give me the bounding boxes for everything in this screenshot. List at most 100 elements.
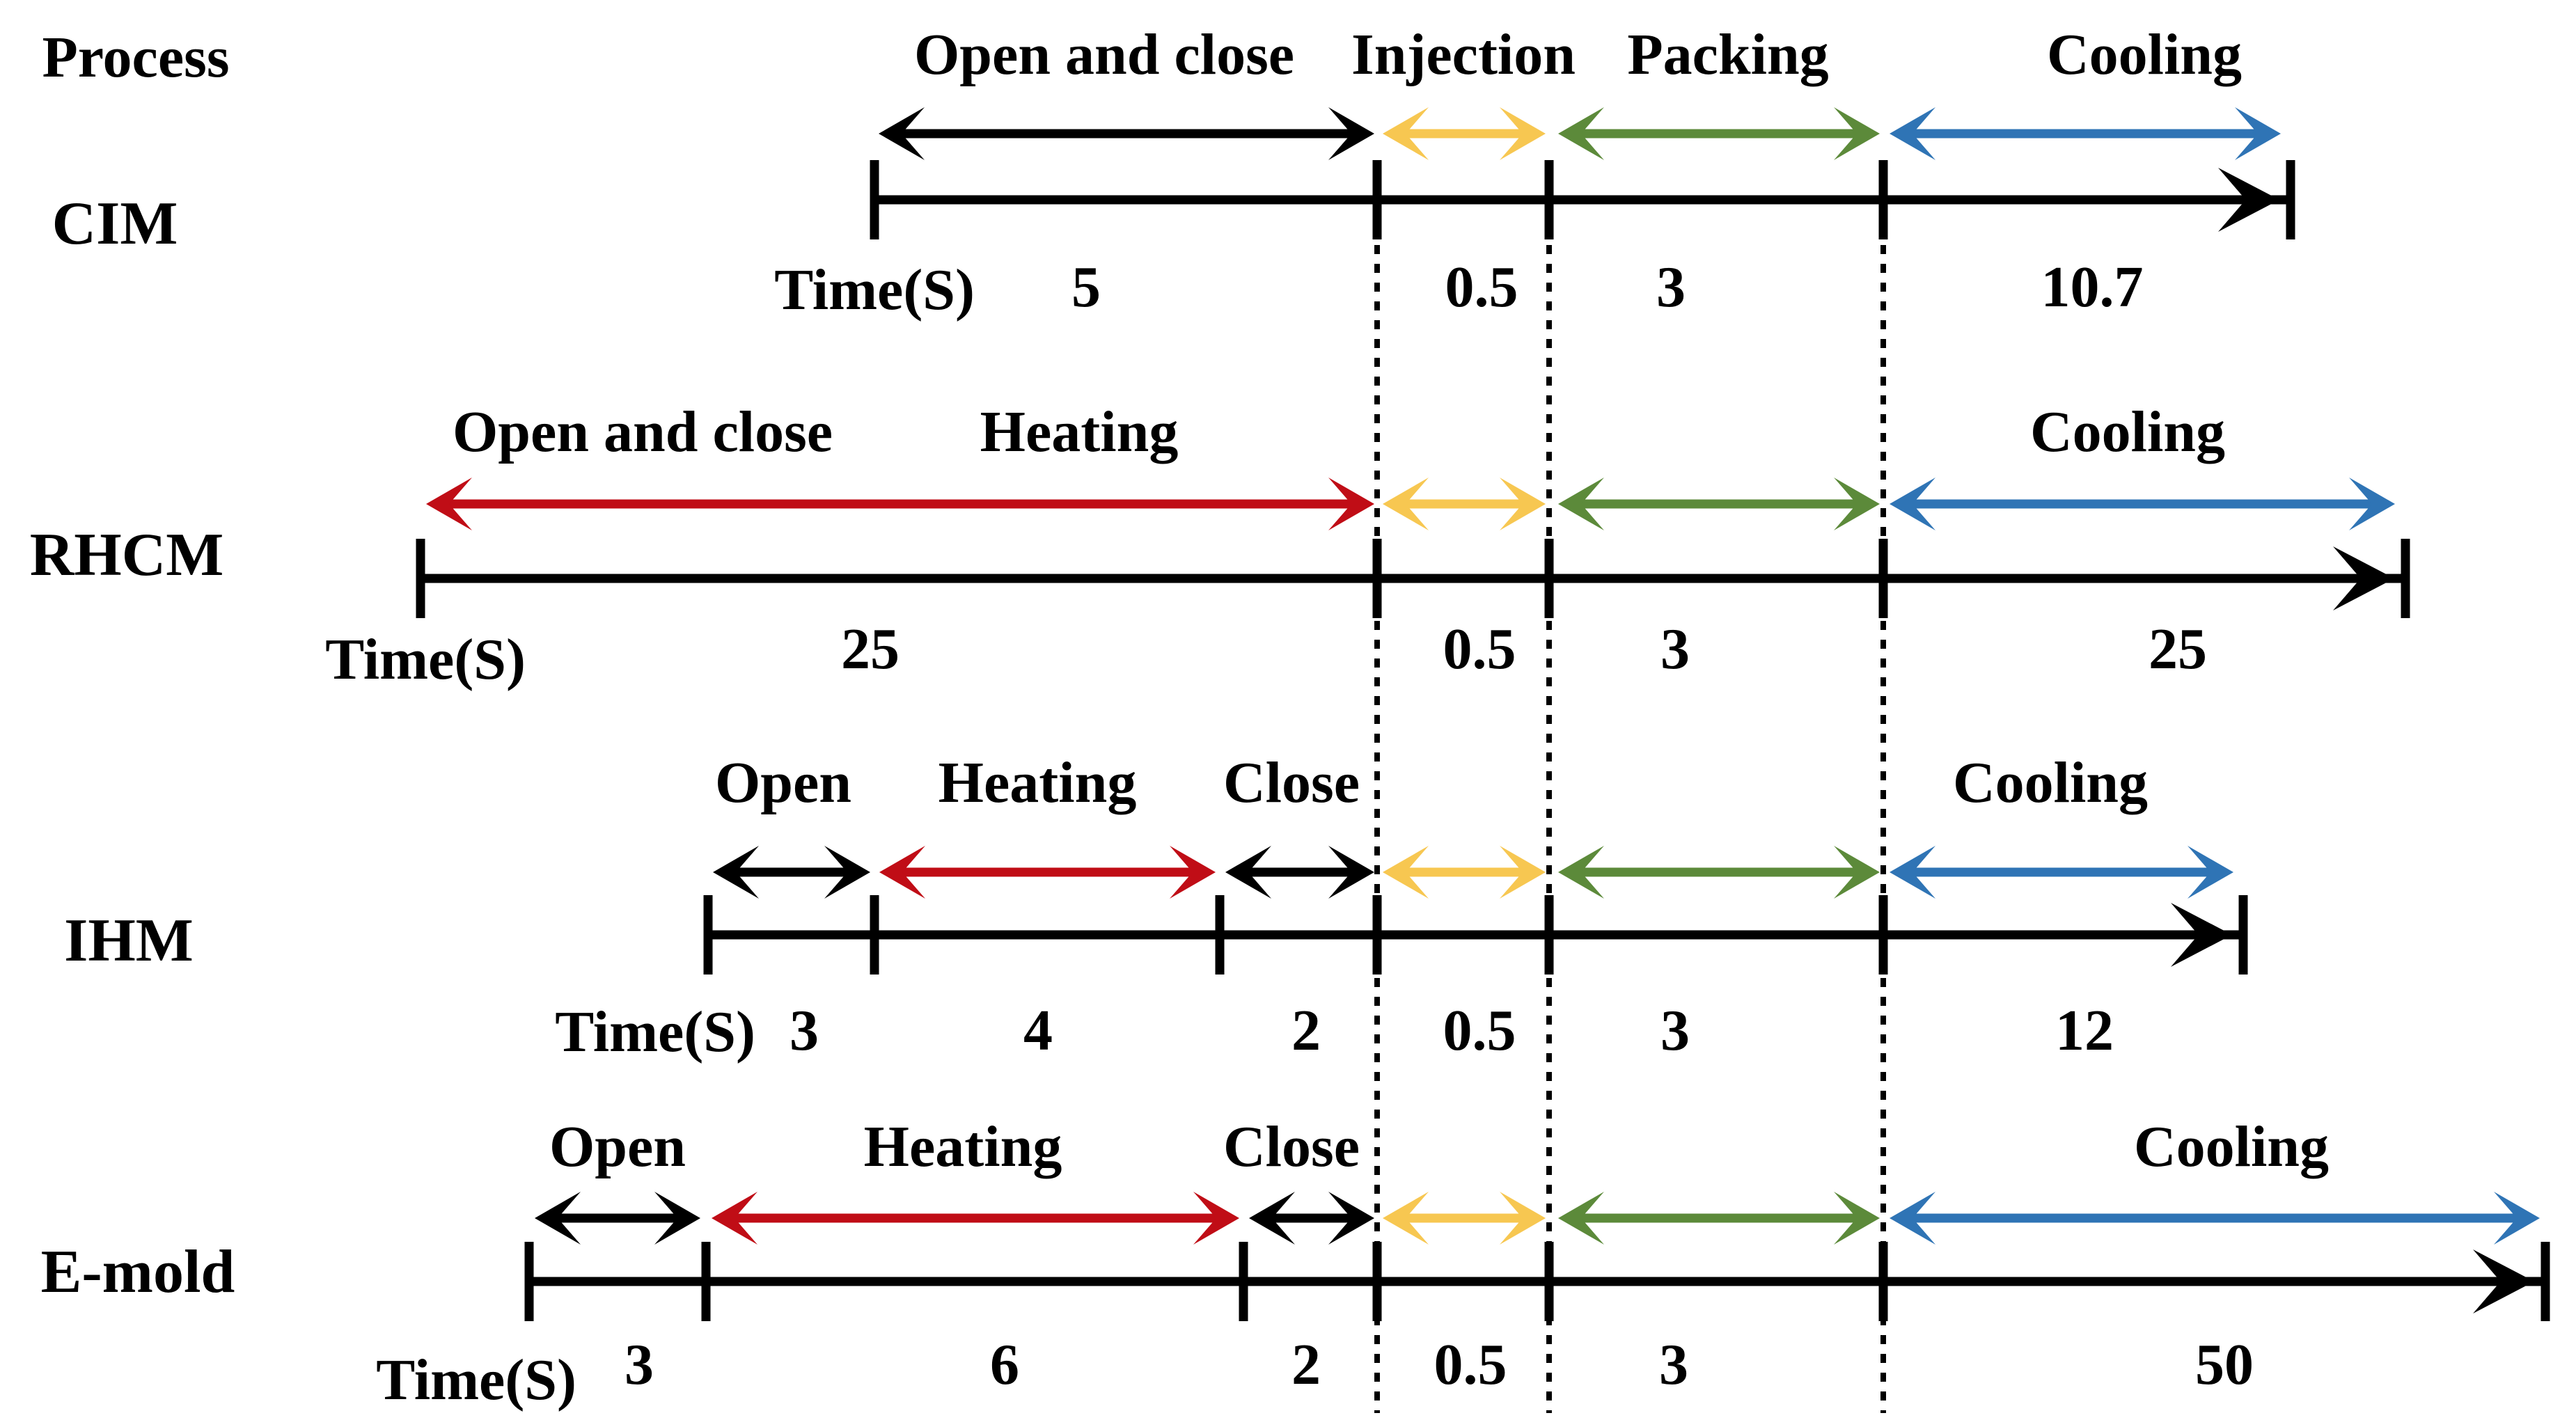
timeline-arrowhead-icon (2473, 1249, 2534, 1314)
phase-arrow-open-and-close (1249, 1192, 1374, 1245)
timeline (870, 160, 2295, 239)
arrowhead-left-icon (879, 846, 925, 899)
duration-value: 5 (1071, 255, 1101, 320)
time-axis-label: Time(S) (555, 1000, 755, 1064)
arrowhead-right-icon (2188, 846, 2233, 899)
duration-value: 4 (1023, 998, 1053, 1063)
duration-value: 6 (990, 1332, 1019, 1397)
row-label: RHCM (30, 521, 224, 589)
duration-value: 25 (2149, 617, 2207, 681)
arrowhead-right-icon (1834, 107, 1880, 160)
phase-arrow-heating (712, 1192, 1239, 1245)
arrowhead-right-icon (824, 846, 870, 899)
arrowhead-left-icon (426, 478, 472, 530)
arrowhead-right-icon (1500, 1192, 1546, 1245)
timeline-arrowhead-icon (2333, 546, 2394, 610)
duration-value: 12 (2055, 998, 2114, 1063)
phase-arrow-cooling (1890, 1192, 2540, 1245)
phase-arrow-open-and-close (713, 846, 870, 899)
phase-arrow-cooling (1890, 107, 2281, 160)
row-label: E-mold (41, 1238, 235, 1306)
arrowhead-left-icon (1558, 107, 1604, 160)
duration-value: 25 (841, 617, 900, 681)
phase-arrow-packing (1558, 846, 1880, 899)
arrowhead-right-icon (2494, 1192, 2540, 1245)
duration-value: 50 (2195, 1332, 2254, 1397)
arrowhead-left-icon (1249, 1192, 1295, 1245)
arrowhead-left-icon (1890, 1192, 1935, 1245)
duration-value: 10.7 (2041, 255, 2144, 320)
arrowhead-right-icon (1328, 846, 1374, 899)
phase-label: Cooling (2030, 400, 2225, 464)
phase-label: Injection (1351, 22, 1576, 87)
arrowhead-right-icon (1834, 478, 1880, 530)
phase-arrow-packing (1558, 1192, 1880, 1245)
phase-label: Heating (980, 400, 1179, 464)
phase-label: Cooling (1953, 750, 2148, 815)
timeline (524, 1242, 2550, 1321)
arrowhead-left-icon (1383, 107, 1429, 160)
duration-value: 0.5 (1443, 617, 1516, 681)
phase-label: Heating (864, 1114, 1062, 1179)
arrowhead-left-icon (1558, 846, 1604, 899)
duration-value: 3 (790, 998, 819, 1063)
duration-value: 3 (625, 1332, 654, 1397)
timeline (416, 539, 2410, 618)
arrowhead-left-icon (1383, 846, 1429, 899)
phase-arrow-packing (1558, 107, 1880, 160)
timeline-arrowhead-icon (2218, 168, 2279, 232)
arrowhead-right-icon (1834, 846, 1880, 899)
phase-arrow-open-and-close (879, 107, 1374, 160)
duration-value: 3 (1659, 1332, 1688, 1397)
phase-arrow-open-and-close (1225, 846, 1374, 899)
phase-label: Open and close (914, 22, 1294, 87)
timeline (703, 895, 2248, 975)
phase-arrow-injection (1383, 1192, 1546, 1245)
duration-value: 3 (1660, 617, 1690, 681)
phase-label: Cooling (2047, 22, 2242, 87)
figure-title: Process (42, 25, 229, 90)
phase-arrow-heating (426, 478, 1374, 530)
time-axis-label: Time(S) (376, 1348, 576, 1412)
arrowhead-left-icon (1225, 846, 1271, 899)
arrowhead-right-icon (1328, 478, 1374, 530)
phase-label: Open and close (453, 400, 833, 464)
phase-arrow-packing (1558, 478, 1880, 530)
arrowhead-left-icon (879, 107, 925, 160)
arrowhead-right-icon (2349, 478, 2395, 530)
phase-label: Cooling (2134, 1114, 2329, 1179)
arrowhead-left-icon (712, 1192, 757, 1245)
phase-label: Close (1223, 750, 1360, 815)
phase-label: Close (1223, 1114, 1360, 1179)
row-label: IHM (64, 907, 194, 975)
phase-arrow-heating (879, 846, 1216, 899)
arrowhead-left-icon (1558, 478, 1604, 530)
arrowhead-right-icon (1500, 107, 1546, 160)
arrowhead-right-icon (1328, 1192, 1374, 1245)
arrowhead-right-icon (2235, 107, 2281, 160)
duration-value: 2 (1291, 998, 1321, 1063)
phase-arrow-open-and-close (535, 1192, 700, 1245)
phase-arrow-injection (1383, 846, 1546, 899)
phase-label: Open (715, 750, 851, 815)
phase-arrow-injection (1383, 107, 1546, 160)
arrowhead-left-icon (1383, 1192, 1429, 1245)
arrowhead-left-icon (535, 1192, 581, 1245)
arrowhead-left-icon (1558, 1192, 1604, 1245)
time-axis-label: Time(S) (325, 627, 526, 692)
arrowhead-right-icon (1170, 846, 1216, 899)
arrowhead-left-icon (713, 846, 759, 899)
duration-value: 0.5 (1434, 1332, 1507, 1397)
arrowhead-right-icon (1834, 1192, 1880, 1245)
phase-arrow-injection (1383, 478, 1546, 530)
arrowhead-left-icon (1890, 478, 1935, 530)
arrowhead-left-icon (1383, 478, 1429, 530)
arrowhead-right-icon (1500, 478, 1546, 530)
phase-label: Packing (1627, 22, 1828, 87)
duration-value: 3 (1660, 998, 1690, 1063)
